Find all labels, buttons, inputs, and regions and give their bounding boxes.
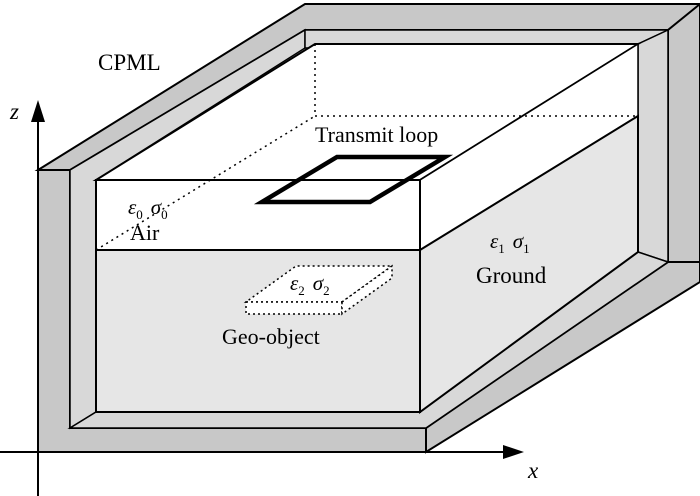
geo-object-label: Geo-object: [222, 324, 320, 349]
hidden-edge-diagonal: [95, 115, 316, 251]
ground-eps-symbol: ε: [490, 229, 499, 253]
axes: [0, 100, 524, 496]
z-axis-label: z: [9, 99, 19, 124]
air-sig-sub: 0: [161, 207, 168, 222]
air-eps-symbol: ε: [128, 195, 137, 219]
x-axis-label: x: [527, 458, 539, 483]
transmit-loop-label: Transmit loop: [315, 122, 438, 147]
z-axis-arrowhead: [31, 100, 45, 122]
x-axis-arrowhead: [503, 445, 524, 459]
transmit-loop: [253, 154, 454, 205]
domain-box: [92, 42, 642, 414]
ground-sig-symbol: σ: [513, 229, 525, 253]
ground-label: Ground: [476, 263, 547, 288]
ground-sig-sub: 1: [523, 241, 530, 256]
geo-object-side: [341, 264, 393, 316]
geo-eps-sub: 2: [298, 283, 305, 298]
cpml-inner-right-wall: [637, 28, 669, 264]
geo-object-top: [243, 265, 395, 303]
air-label: Air: [130, 220, 160, 245]
air-sig-symbol: σ: [151, 195, 163, 219]
cpml-label: CPML: [98, 50, 161, 75]
geo-object-front: [245, 301, 343, 315]
geo-object-box: [243, 264, 395, 316]
geo-sig-symbol: σ: [313, 271, 325, 295]
cpml-right-band: [667, 2, 700, 263]
ground-eps-sub: 1: [498, 241, 505, 256]
geo-eps-symbol: ε: [290, 271, 299, 295]
geo-sig-sub: 2: [323, 283, 330, 298]
air-eps-sub: 0: [136, 207, 143, 222]
